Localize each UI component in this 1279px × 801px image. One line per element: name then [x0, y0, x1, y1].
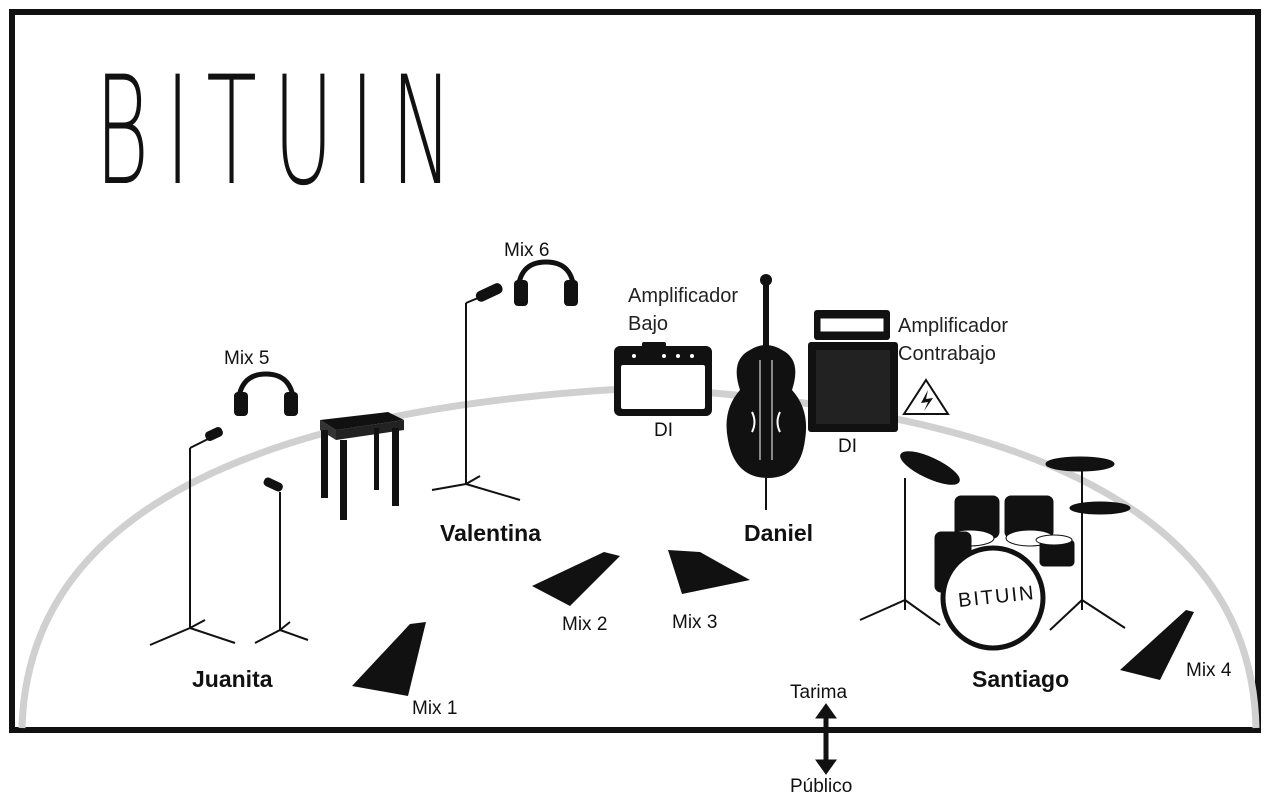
musician-santiago: Santiago [972, 666, 1070, 692]
mix6-label: Mix 6 [504, 240, 550, 261]
monitor-wedge-mix2 [532, 552, 620, 606]
contrabass-amp-label-line1: Amplificador [898, 315, 1009, 337]
monitor-wedge-mix1 [352, 622, 426, 696]
musician-juanita: Juanita [192, 666, 273, 692]
contrabass-di-label: DI [838, 436, 857, 457]
stage-audience-arrow [815, 703, 837, 775]
mic-stand-valentina [431, 283, 521, 501]
musician-daniel: Daniel [744, 520, 814, 546]
bass-amp-label-line2: Bajo [628, 313, 669, 335]
bass-di-label: DI [654, 420, 673, 441]
stage-frame [9, 9, 1261, 733]
mic-stand-juanita-1 [149, 426, 236, 646]
monitor-wedge-mix3 [668, 550, 750, 594]
bass-amplifier [614, 342, 712, 416]
mix2-label: Mix 2 [562, 614, 608, 635]
audience-label: Público [790, 776, 853, 797]
band-name-title: BITUIN [95, 45, 470, 219]
contrabass-amplifier [808, 310, 898, 432]
stage-label: Tarima [790, 682, 848, 703]
double-bass [726, 274, 807, 510]
mic-stand-juanita-2 [254, 477, 309, 644]
stool [320, 412, 404, 520]
contrabass-amp-label: Amplificador Contrabajo [898, 312, 1008, 368]
high-voltage-icon [902, 378, 950, 415]
headphones-mix6-icon [514, 259, 578, 306]
bass-amp-label: Amplificador Bajo [628, 282, 738, 338]
headphones-mix5-icon [234, 371, 298, 416]
mix5-label: Mix 5 [224, 348, 270, 369]
monitor-wedge-mix4 [1120, 610, 1194, 680]
drum-kit [859, 451, 1131, 651]
mix3-label: Mix 3 [672, 612, 718, 633]
bass-amp-label-line1: Amplificador [628, 285, 739, 307]
mix1-label: Mix 1 [412, 698, 458, 719]
musician-valentina: Valentina [440, 520, 541, 546]
mix4-label: Mix 4 [1186, 660, 1232, 681]
contrabass-amp-label-line2: Contrabajo [898, 343, 996, 365]
